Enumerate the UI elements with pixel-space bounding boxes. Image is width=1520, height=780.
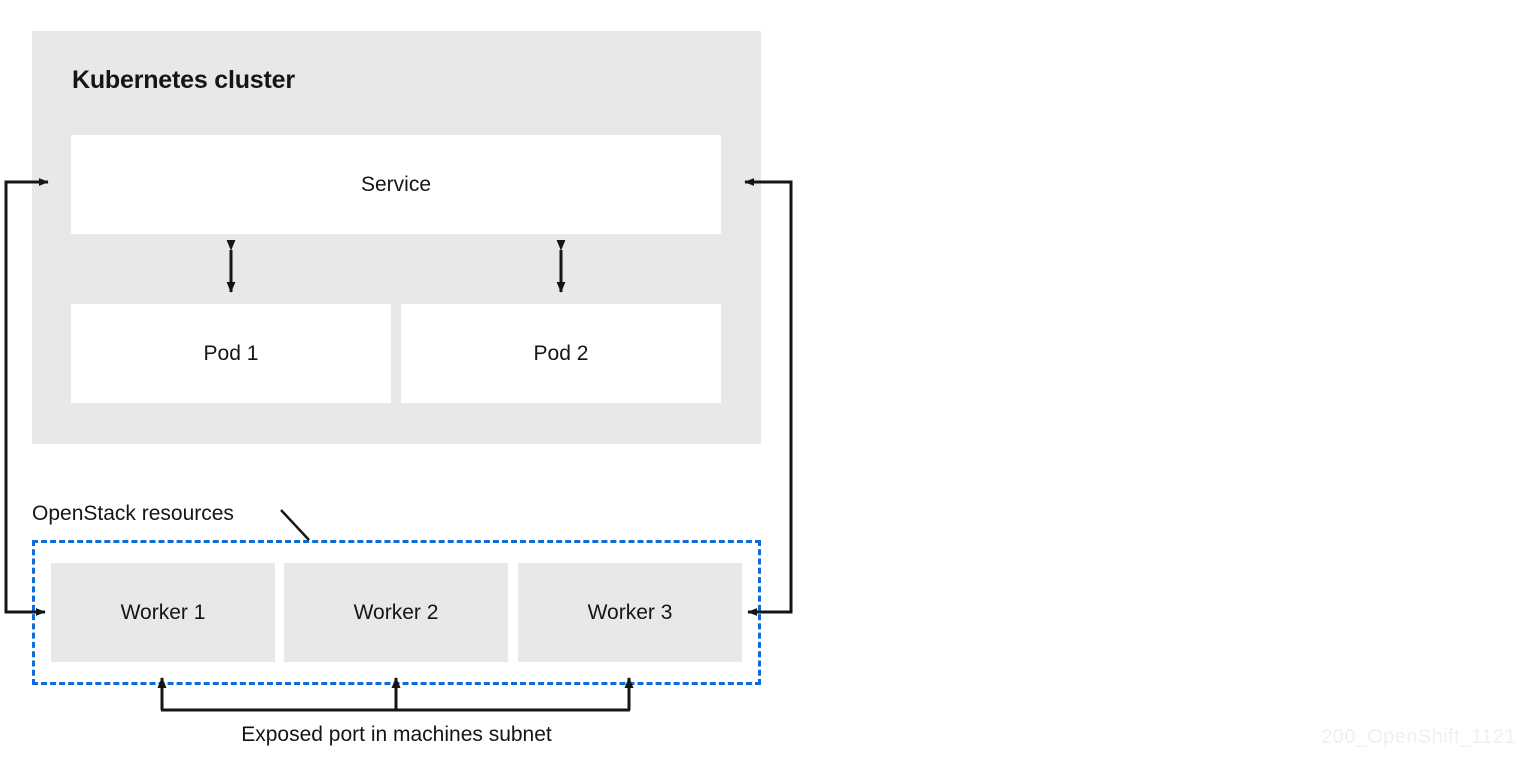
service-node: Service	[71, 135, 721, 234]
worker-2-node: Worker 2	[284, 563, 508, 662]
pod-2-label: Pod 2	[533, 341, 589, 365]
worker-2-label: Worker 2	[353, 600, 439, 624]
pod-1-node: Pod 1	[71, 304, 391, 403]
worker-3-label: Worker 3	[587, 600, 673, 624]
openstack-resources-label: OpenStack resources	[32, 502, 234, 525]
pod-1-label: Pod 1	[203, 341, 259, 365]
worker-3-node: Worker 3	[518, 563, 742, 662]
pod-2-node: Pod 2	[401, 304, 721, 403]
kubernetes-cluster-title: Kubernetes cluster	[72, 66, 295, 94]
worker-1-label: Worker 1	[120, 600, 206, 624]
service-node-label: Service	[360, 172, 432, 196]
watermark: 200_OpenShift_1121	[1321, 726, 1516, 748]
exposed-port-caption: Exposed port in machines subnet	[241, 723, 552, 746]
openstack-leader-line	[280, 509, 310, 541]
worker-1-node: Worker 1	[51, 563, 275, 662]
